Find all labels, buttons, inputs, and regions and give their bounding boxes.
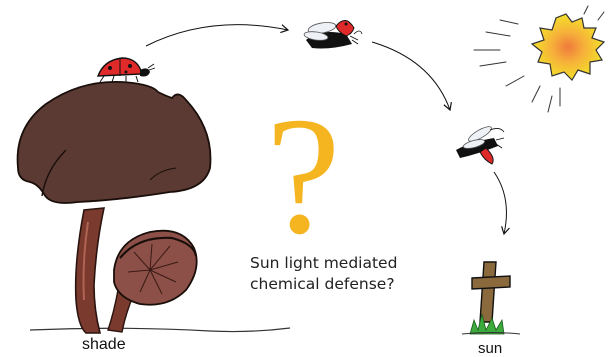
grave-cross-icon xyxy=(462,262,520,334)
hypothesis-line-1: Sun light mediated xyxy=(250,253,420,274)
mushroom-icon xyxy=(18,82,211,333)
arrow-flying-to-sun xyxy=(372,42,450,110)
flying-ladybug-icon xyxy=(304,20,362,48)
question-mark: ? xyxy=(266,92,341,260)
mushroom-stem xyxy=(76,208,104,333)
sun-icon xyxy=(474,6,604,112)
sun-label: sun xyxy=(478,340,502,357)
young-mushroom-icon xyxy=(108,231,197,332)
falling-ladybug-icon xyxy=(456,124,504,164)
ladybug-icon xyxy=(98,58,155,82)
ground-line xyxy=(30,328,290,332)
hypothesis-text: Sun light mediated chemical defense? xyxy=(250,253,420,295)
shade-label: shade xyxy=(82,336,126,354)
sun-disc xyxy=(532,14,604,80)
mushroom-cap xyxy=(18,82,211,203)
arrow-ladybug-to-flying xyxy=(146,25,288,46)
arrow-sun-to-death xyxy=(494,172,506,234)
hypothesis-line-2: chemical defense? xyxy=(250,274,420,295)
